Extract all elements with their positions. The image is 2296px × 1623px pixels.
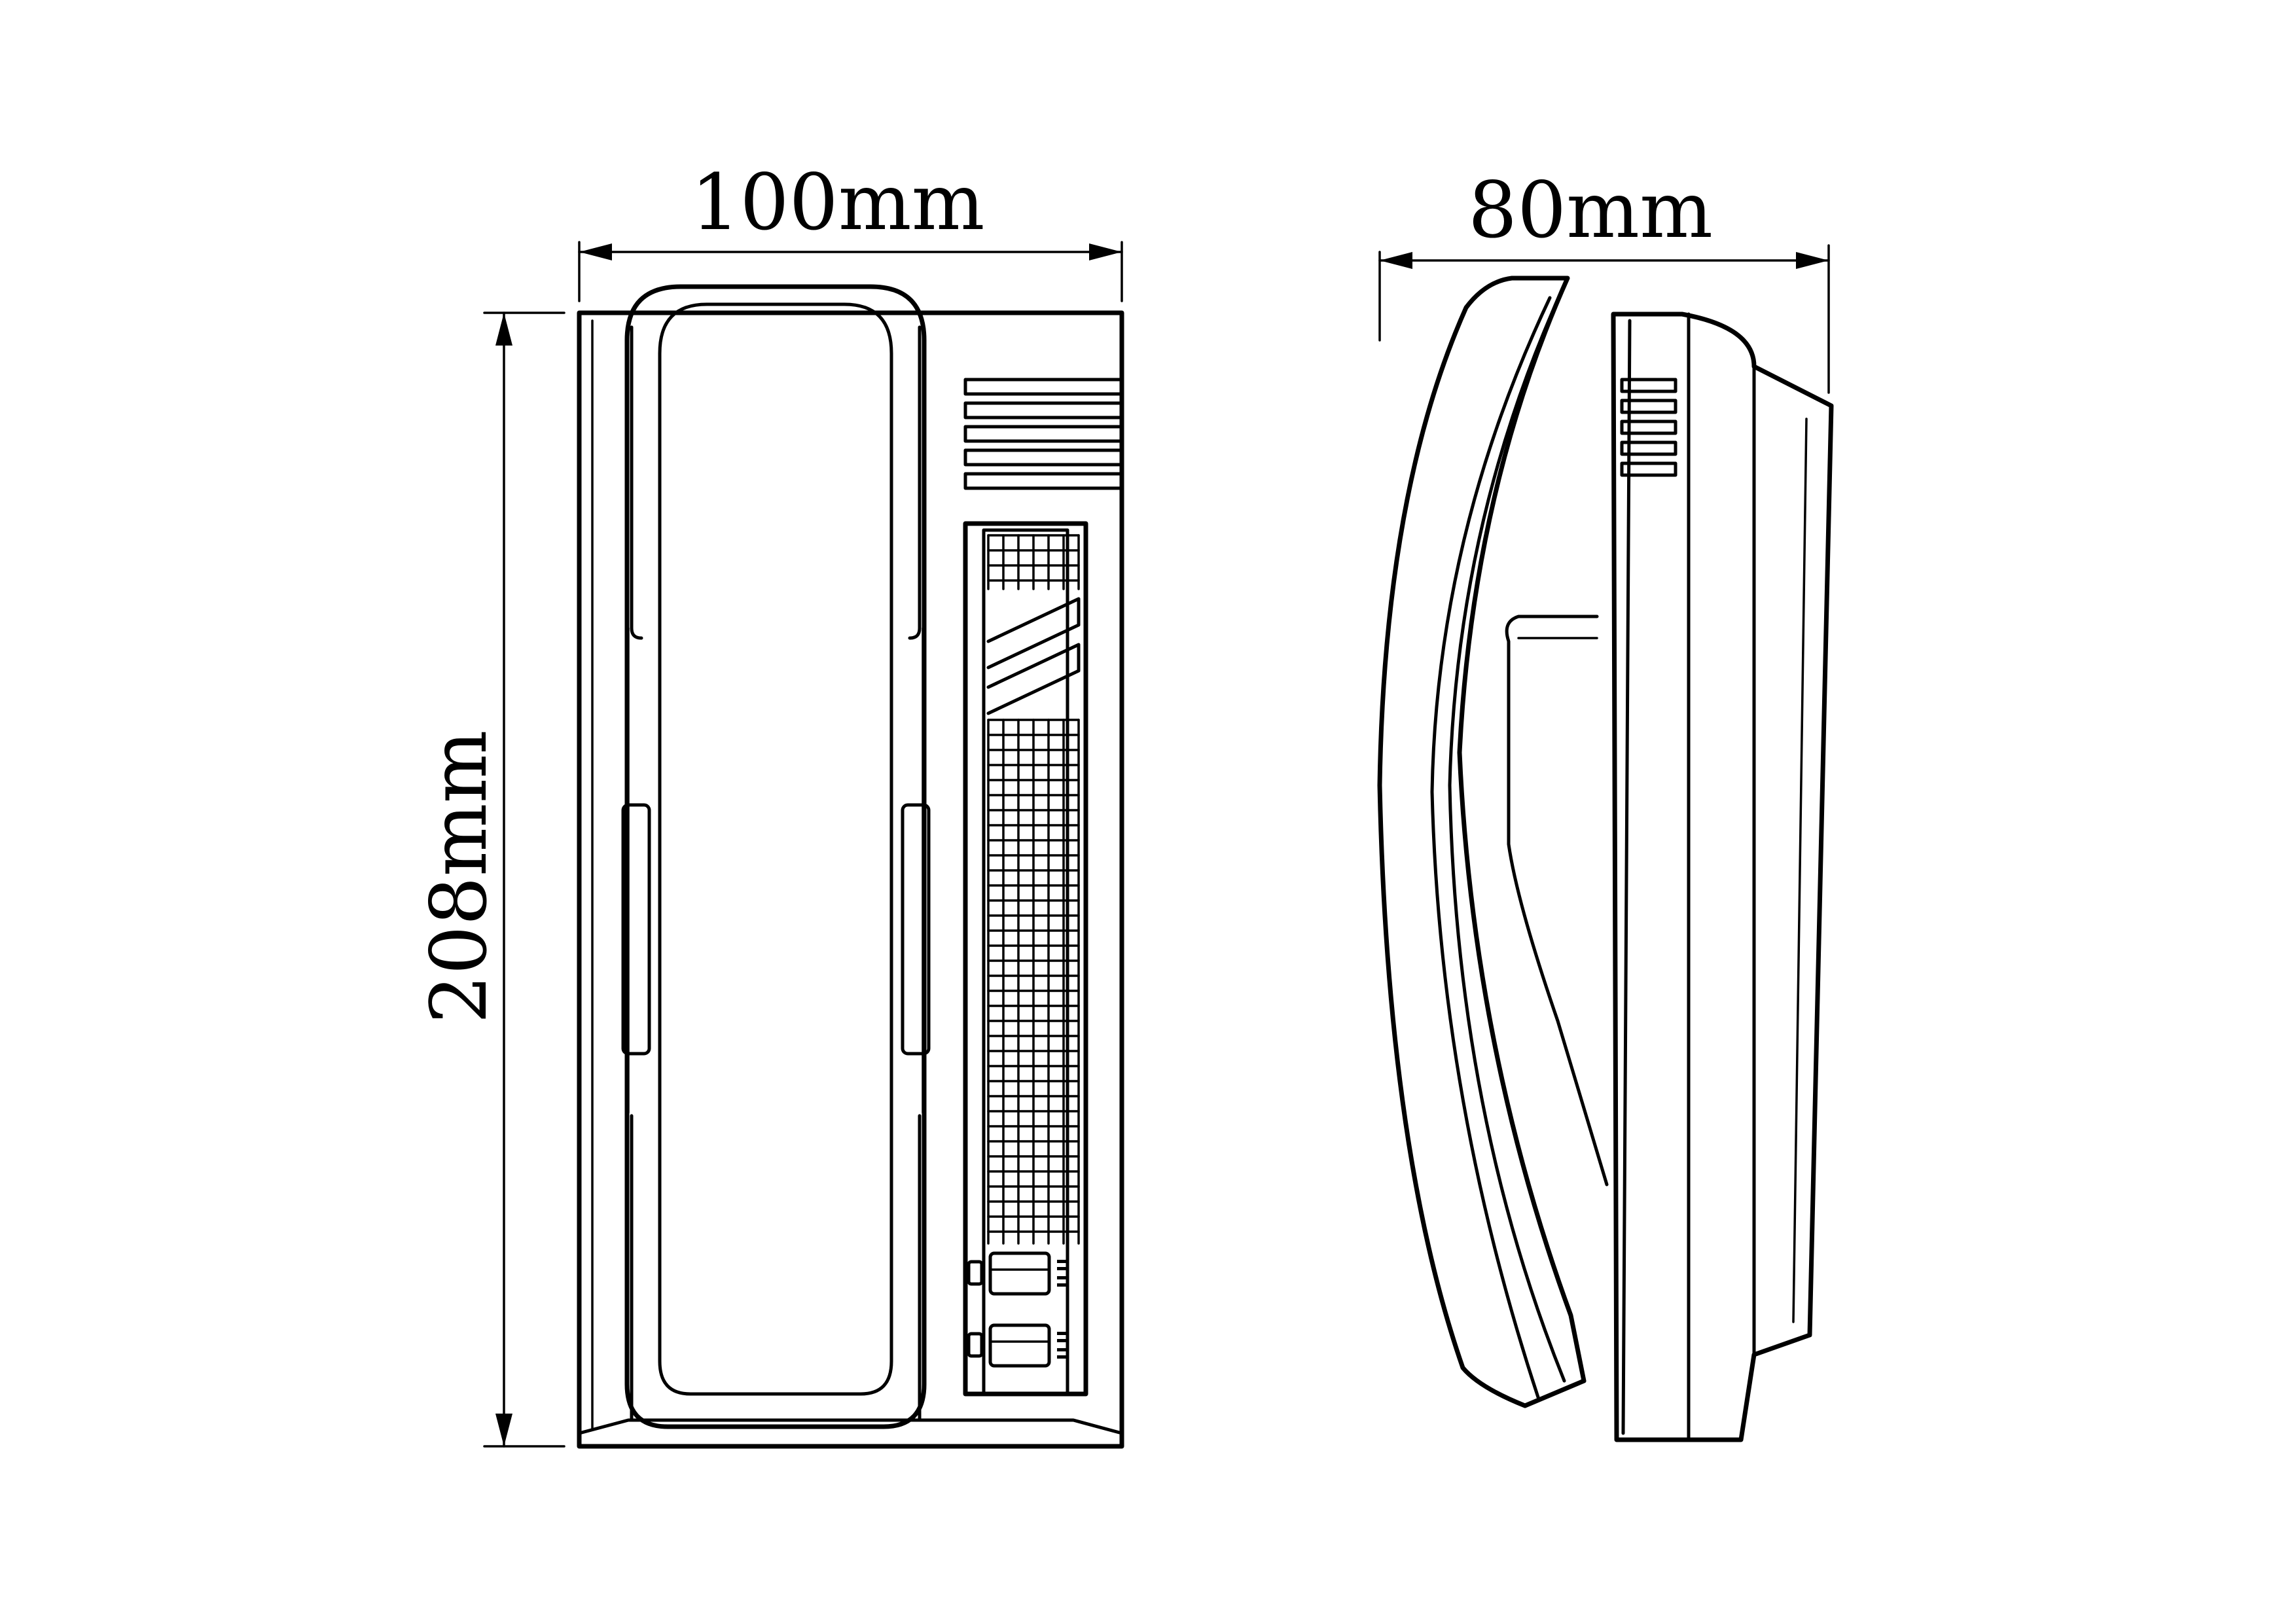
button-bottom[interactable] <box>967 1323 1069 1368</box>
width-dimension: 100mm <box>578 157 1123 302</box>
button-bottom-indicator <box>967 1332 984 1358</box>
side-vent-slot <box>1620 440 1677 456</box>
button-top-label-glyph <box>1057 1260 1069 1287</box>
grille-upper <box>987 534 1080 590</box>
side-vent-slot <box>1620 419 1677 435</box>
depth-arrow-right <box>1796 252 1829 269</box>
cradle-right-clip <box>901 803 931 1056</box>
side-vent-slot <box>1620 399 1677 414</box>
button-top-body[interactable] <box>988 1251 1051 1296</box>
handset-inner-face <box>658 302 893 1396</box>
handset-side-outline <box>1377 276 1587 1408</box>
grille-lower <box>987 719 1080 1245</box>
base-plate-bottom-bevel <box>577 1418 1124 1435</box>
handset-side-rim <box>1430 296 1552 1399</box>
depth-label: 80mm <box>1468 165 1713 255</box>
cradle-left-clip <box>621 803 651 1056</box>
height-label: 208mm <box>414 730 504 1024</box>
side-view <box>1377 276 1834 1442</box>
grille-diagonal-bottom <box>986 643 1081 715</box>
width-arrow-right <box>1089 243 1122 260</box>
cradle-pocket <box>1505 615 1609 1186</box>
cradle-left-upper <box>630 325 643 640</box>
grille-diagonal-top <box>986 597 1081 669</box>
grille-inner-border <box>982 528 1069 1396</box>
grille-panel <box>963 521 1088 1397</box>
cradle-right-upper <box>908 325 922 640</box>
vent-slot <box>963 472 1124 490</box>
base-side-bevel <box>1792 418 1808 1323</box>
base-side-back-edge <box>1621 319 1632 1435</box>
front-view <box>577 284 1124 1449</box>
vent-slot <box>963 448 1124 467</box>
height-arrow-bottom <box>495 1414 512 1446</box>
side-vent-slot <box>1620 461 1677 477</box>
base-plate-outline <box>577 310 1124 1449</box>
handset-side-inner-contour <box>1448 276 1570 1383</box>
width-arrow-left <box>579 243 612 260</box>
button-top-indicator <box>967 1260 984 1286</box>
vent-slot <box>963 425 1124 443</box>
side-vents <box>1620 378 1677 477</box>
vent-slot <box>963 378 1124 396</box>
depth-dimension: 80mm <box>1378 165 1830 394</box>
height-dimension: 208mm <box>414 312 565 1448</box>
button-bottom-body[interactable] <box>988 1323 1051 1368</box>
button-bottom-label-glyph <box>1057 1332 1069 1359</box>
handset-outline <box>624 284 927 1429</box>
dimension-lines: 100mm 80mm 208mm <box>414 157 1830 1448</box>
width-label: 100mm <box>691 157 984 247</box>
height-arrow-top <box>495 313 512 346</box>
side-vent-slot <box>1620 378 1677 393</box>
vent-slot <box>963 401 1124 419</box>
depth-arrow-left <box>1380 252 1412 269</box>
button-top[interactable] <box>967 1251 1069 1296</box>
base-side-outline <box>1611 312 1834 1442</box>
speaker-vents <box>963 378 1124 490</box>
